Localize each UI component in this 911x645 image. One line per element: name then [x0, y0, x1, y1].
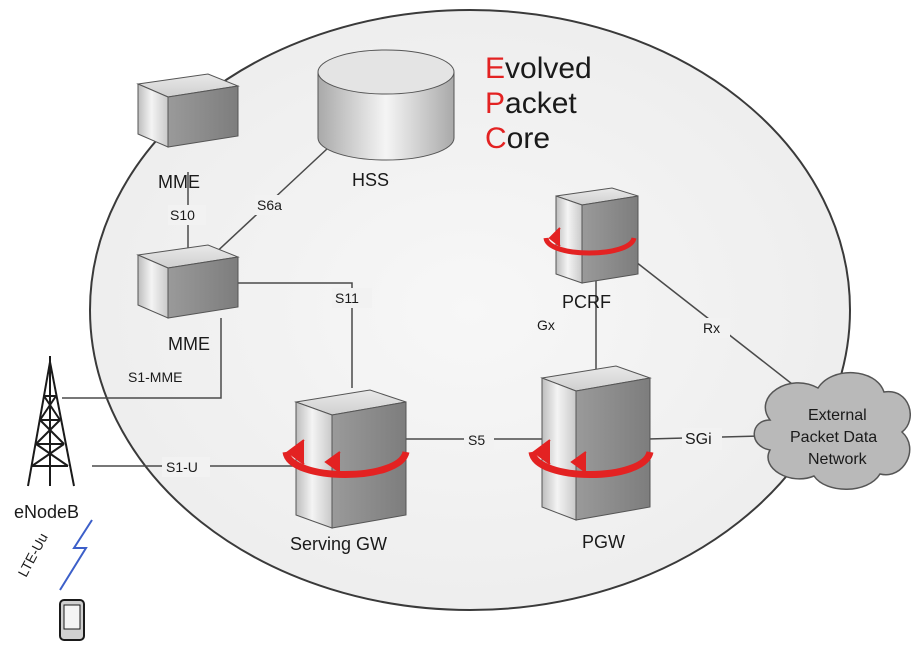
enodeb-tower-icon: [27, 356, 75, 487]
external-network-label-line1: External: [808, 407, 867, 424]
title-line-core: Core: [485, 122, 550, 155]
mme-bottom-label: MME: [168, 334, 210, 354]
external-network-cloud-icon: [753, 372, 911, 490]
pgw-server-icon: [528, 365, 654, 521]
pgw-label: PGW: [582, 532, 625, 552]
epc-boundary-ellipse: [89, 9, 851, 611]
serving-gw-label: Serving GW: [290, 534, 387, 554]
hss-database-icon: [317, 49, 455, 161]
s6a-label: S6a: [257, 197, 282, 213]
s11-link: [236, 282, 353, 388]
epc-title: Evolved Packet Core: [485, 52, 592, 155]
hss-label: HSS: [352, 170, 389, 190]
s1-u-label: S1-U: [166, 459, 198, 475]
s11-label: S11: [335, 290, 359, 306]
lte-uu-radio-link: [59, 519, 93, 591]
gx-label: Gx: [537, 317, 555, 333]
title-line-evolved: Evolved: [485, 52, 592, 85]
s1-mme-label: S1-MME: [128, 369, 182, 385]
pcrf-server-icon: [543, 187, 639, 284]
s1-mme-link: [62, 318, 222, 399]
lte-uu-label: LTE-Uu: [15, 530, 51, 579]
enodeb-label: eNodeB: [14, 502, 79, 522]
title-line-packet: Packet: [485, 87, 577, 120]
external-network-label-line3: Network: [808, 451, 868, 468]
s5-label: S5: [468, 432, 485, 448]
s10-label: S10: [170, 207, 195, 223]
external-network-label-line2: Packet Data: [790, 429, 877, 446]
mme-top-icon: [136, 73, 240, 148]
mobile-phone-icon: [59, 599, 85, 641]
sgi-label: SGi: [685, 431, 712, 448]
pcrf-label: PCRF: [562, 292, 611, 312]
mme-top-label: MME: [158, 172, 200, 192]
serving-gw-server-icon: [282, 389, 410, 529]
rx-label: Rx: [703, 320, 720, 336]
mme-bottom-icon: [136, 244, 240, 319]
